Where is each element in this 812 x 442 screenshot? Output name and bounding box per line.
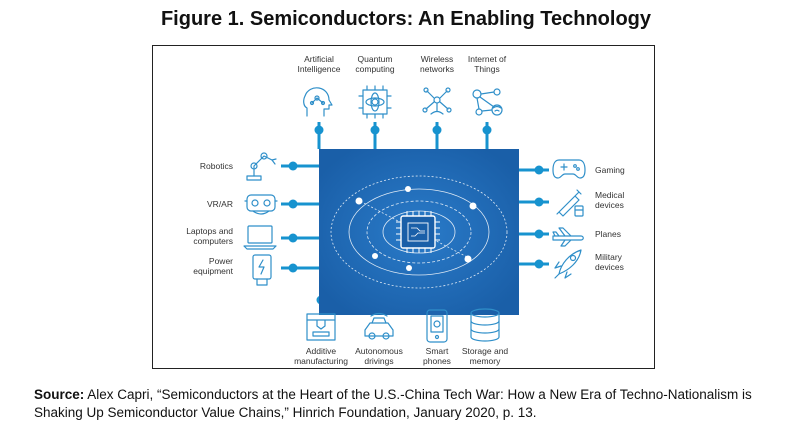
- connector-dot-top-1: [370, 125, 380, 135]
- connector-dot-left-3: [288, 263, 298, 273]
- source-citation: Source: Alex Capri, “Semiconductors at t…: [34, 386, 794, 422]
- robot-arm-icon: [246, 152, 277, 181]
- label-left-1: VR/AR: [207, 199, 233, 209]
- rocket-icon: [554, 249, 582, 279]
- label-left-0: Robotics: [200, 161, 233, 171]
- laptop-icon: [243, 225, 277, 250]
- connector-dot-top-0: [314, 125, 324, 135]
- wireless-network-icon: [422, 87, 452, 115]
- ai-head-icon: [303, 87, 333, 117]
- autonomous-car-icon: [364, 312, 394, 340]
- syringe-icon: [556, 189, 584, 217]
- connector-dot-right-2: [534, 229, 544, 239]
- orbit-nodes: [355, 186, 477, 271]
- source-text: Alex Capri, “Semiconductors at the Heart…: [34, 387, 752, 420]
- iot-icon: [472, 88, 503, 116]
- plane-icon: [552, 227, 584, 247]
- figure-title: Figure 1. Semiconductors: An Enabling Te…: [160, 8, 652, 30]
- label-right-0: Gaming: [595, 165, 625, 175]
- connector-dot-right-1: [534, 197, 544, 207]
- connector-dot-right-3: [534, 259, 544, 269]
- smartphone-icon: [426, 309, 448, 343]
- connector-dot-left-1: [288, 199, 298, 209]
- connector-dot-left-0: [288, 161, 298, 171]
- microchip-icon: [396, 211, 440, 253]
- connector-dot-left-2: [288, 233, 298, 243]
- database-icon: [470, 308, 500, 342]
- connector-dot-right-0: [534, 165, 544, 175]
- label-right-2: Planes: [595, 229, 621, 239]
- quantum-chip-icon: [358, 85, 392, 119]
- gamepad-icon: [552, 159, 586, 179]
- power-plug-icon: [252, 254, 272, 286]
- source-label: Source:: [34, 387, 85, 402]
- connector-dot-top-3: [482, 125, 492, 135]
- connector-dot-top-2: [432, 125, 442, 135]
- vr-headset-icon: [244, 194, 278, 215]
- 3d-printer-icon: [306, 313, 336, 341]
